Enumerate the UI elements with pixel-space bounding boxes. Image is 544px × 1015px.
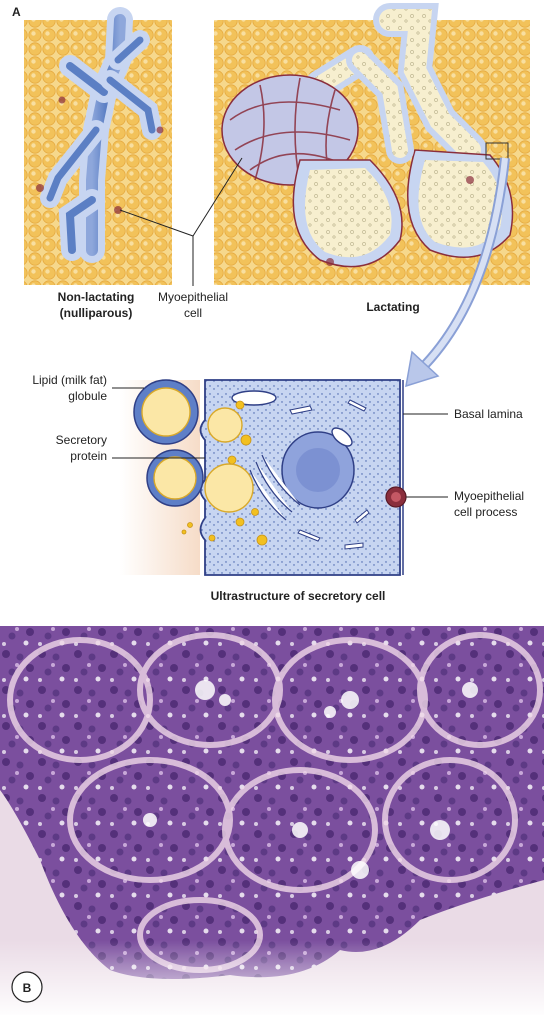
label-non-lactating-1: Non-lactating bbox=[58, 290, 135, 304]
panel-a-letter: A bbox=[12, 5, 21, 19]
myoepithelial-leaders bbox=[119, 157, 243, 286]
label-myo-process-2: cell process bbox=[454, 505, 517, 519]
label-secretory-1: Secretory bbox=[56, 433, 107, 447]
label-basal-lamina: Basal lamina bbox=[454, 407, 523, 421]
label-lactating: Lactating bbox=[366, 300, 419, 314]
label-non-lactating-2: (nulliparous) bbox=[60, 306, 133, 320]
label-lipid-2: globule bbox=[68, 389, 107, 403]
lactating-illustration bbox=[214, 3, 530, 285]
label-lipid-1: Lipid (milk fat) bbox=[32, 373, 107, 387]
panel-b-letter: B bbox=[23, 981, 32, 995]
label-myo-process-1: Myoepithelial bbox=[454, 489, 524, 503]
label-myoepithelial-2: cell bbox=[184, 306, 202, 320]
non-lactating-illustration bbox=[24, 7, 172, 285]
zoom-arrowhead bbox=[405, 350, 440, 388]
histology-micrograph: B bbox=[0, 626, 544, 1015]
secretory-cell-illustration bbox=[120, 379, 407, 576]
ultra-leaders bbox=[112, 387, 448, 498]
label-secretory-2: protein bbox=[70, 449, 107, 463]
label-myoepithelial-1: Myoepithelial bbox=[158, 290, 228, 304]
ultra-caption: Ultrastructure of secretory cell bbox=[211, 589, 386, 603]
